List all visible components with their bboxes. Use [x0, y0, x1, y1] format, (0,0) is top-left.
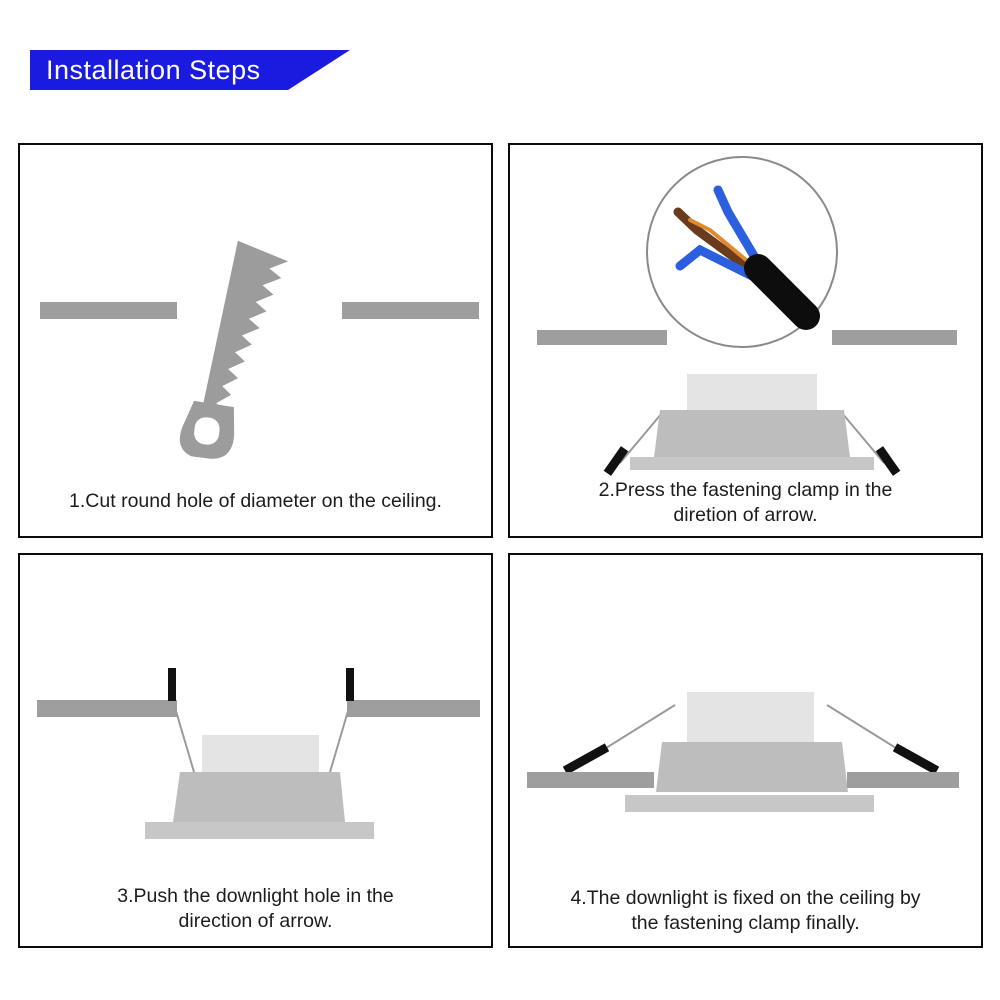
step-panel-1: 1.Cut round hole of diameter on the ceil… — [18, 143, 493, 538]
downlight-body — [173, 772, 345, 822]
spring-arm-left — [172, 700, 195, 773]
step-1-illustration — [40, 240, 479, 459]
step-caption-1: 1.Cut round hole of diameter on the ceil… — [20, 489, 491, 514]
cable-sheath — [744, 254, 820, 330]
spring-clamp-left — [603, 446, 629, 476]
wire-blue-2 — [675, 244, 757, 281]
spring-clamp-right — [892, 743, 940, 775]
spring-clamp-right — [875, 446, 901, 476]
step-panel-4: 4.The downlight is fixed on the ceiling … — [508, 553, 983, 948]
saw-icon — [179, 240, 289, 459]
ceiling-right-bar — [832, 330, 957, 345]
ceiling-left-bar — [40, 302, 177, 319]
step-panel-2: 2.Press the fastening clamp in the diret… — [508, 143, 983, 538]
downlight-top — [687, 692, 814, 742]
downlight-body — [656, 742, 848, 792]
saw-blade — [202, 240, 289, 414]
caption-line: the fastening clamp finally. — [631, 912, 860, 934]
ceiling-left-bar — [537, 330, 667, 345]
spring-arm-left — [619, 412, 663, 464]
cable-wires-icon — [673, 185, 820, 330]
step-panel-3: 3.Push the downlight hole in the directi… — [18, 553, 493, 948]
wire-brown — [673, 207, 759, 277]
caption-line: diretion of arrow. — [673, 504, 818, 526]
spring-clamp-right — [346, 668, 354, 701]
wire-copper — [688, 218, 759, 271]
spring-clamp-left — [562, 743, 610, 775]
spring-arm-right — [841, 412, 885, 464]
downlight-trim — [630, 457, 874, 470]
caption-line: direction of arrow. — [178, 910, 333, 932]
ceiling-left-bar — [527, 772, 654, 788]
caption-line: 3.Push the downlight hole in the — [117, 885, 394, 907]
caption-line: 2.Press the fastening clamp in the — [598, 479, 893, 501]
downlight-top — [687, 374, 817, 410]
ceiling-left-bar — [37, 700, 177, 717]
ceiling-right-bar — [847, 772, 959, 788]
downlight-icon — [603, 374, 901, 476]
step-4-illustration — [527, 692, 959, 812]
downlight-trim — [625, 795, 874, 812]
step-caption-3: 3.Push the downlight hole in the directi… — [20, 884, 491, 934]
step-caption-2: 2.Press the fastening clamp in the diret… — [510, 478, 981, 528]
step-caption-4: 4.The downlight is fixed on the ceiling … — [510, 886, 981, 936]
ceiling-right-bar — [347, 700, 480, 717]
downlight-body — [654, 410, 850, 457]
downlight-trim — [145, 822, 374, 839]
step-2-illustration — [537, 156, 957, 476]
spring-clamp-left — [168, 668, 176, 701]
saw-handle-hole — [194, 417, 220, 445]
step-3-illustration — [37, 668, 480, 839]
caption-line: 4.The downlight is fixed on the ceiling … — [570, 887, 921, 909]
caption-line: 1.Cut round hole of diameter on the ceil… — [69, 490, 442, 512]
downlight-icon — [562, 692, 940, 792]
spring-arm-right — [329, 700, 352, 773]
downlight-icon — [145, 668, 374, 839]
section-banner: Installation Steps — [30, 50, 350, 90]
downlight-top — [202, 735, 319, 772]
ceiling-right-bar — [342, 302, 479, 319]
wire-blue-1 — [713, 185, 765, 271]
section-title: Installation Steps — [46, 54, 261, 85]
